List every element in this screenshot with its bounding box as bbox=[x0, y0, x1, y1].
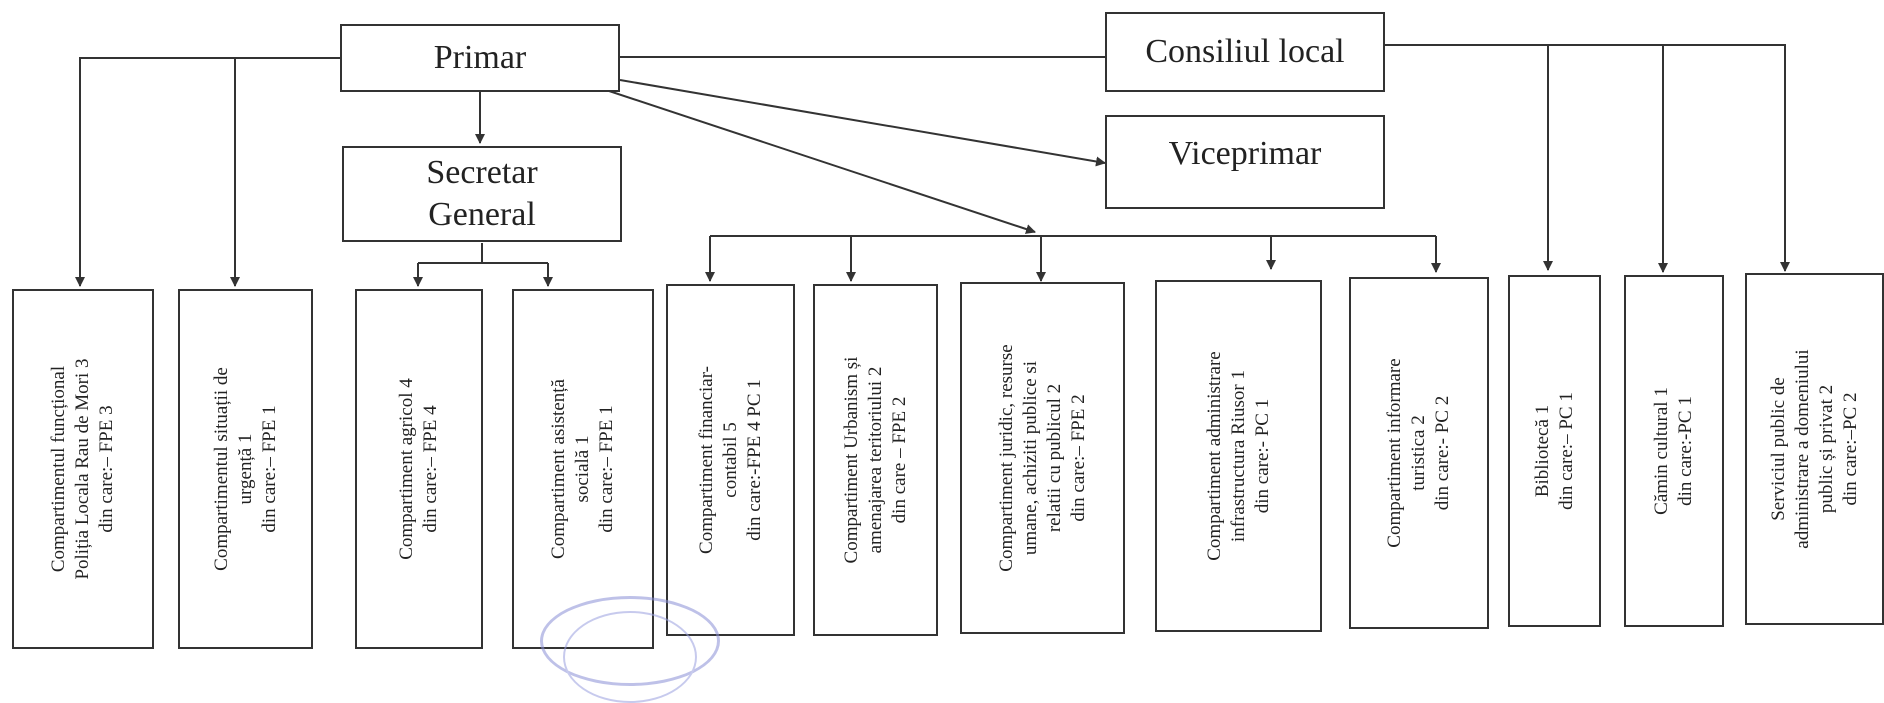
dept-line: din care:- PC 1 bbox=[1251, 398, 1273, 514]
dept-line: Compartiment juridic, resurse bbox=[995, 344, 1017, 572]
dept-line: socială 1 bbox=[572, 435, 593, 503]
dept-text-urbanism: Compartiment Urbanism și amenajarea teri… bbox=[840, 286, 912, 634]
dept-line: din care – FPE 2 bbox=[888, 396, 910, 524]
dept-line: din care:-FPE 4 PC 1 bbox=[743, 379, 765, 541]
dept-line: Compartimentul situații de bbox=[210, 367, 232, 571]
dept-line: public și privat 2 bbox=[1815, 384, 1837, 514]
dept-text-politie: Compartimentul funcțional Poliția Locala… bbox=[47, 294, 119, 644]
dept-text-urgenta: Compartimentul situații de urgență 1 din… bbox=[210, 294, 282, 644]
dept-text-asistenta: Compartiment asistență socială 1 din car… bbox=[547, 294, 619, 644]
dept-line: Bibliotecă 1 bbox=[1531, 404, 1553, 498]
dept-box-asistenta: Compartiment asistență socială 1 din car… bbox=[512, 289, 654, 649]
consiliu-local-label: Consiliul local bbox=[1145, 33, 1345, 70]
dept-line: relatii cu publicul 2 bbox=[1043, 383, 1065, 533]
dept-line: din care:– FPE 2 bbox=[1067, 394, 1089, 522]
dept-line: Cămin cultural 1 bbox=[1651, 387, 1672, 515]
dept-box-biblioteca: Bibliotecă 1 din care:– PC 1 bbox=[1508, 275, 1601, 627]
connector-primar-bus bbox=[599, 87, 1036, 234]
connector-consiliu-right bbox=[1385, 44, 1790, 272]
dept-line: din care:- PC 2 bbox=[1432, 395, 1453, 511]
dept-box-juridic: Compartiment juridic, resurse umane, ach… bbox=[960, 282, 1125, 634]
dept-line: Poliția Locala Rau de Mori 3 bbox=[72, 358, 93, 580]
dept-line: Compartiment informare bbox=[1384, 358, 1405, 548]
dept-line: turistica 2 bbox=[1408, 415, 1429, 491]
stamp-inner-ring bbox=[563, 611, 697, 703]
secretar-label-line1: Secretar bbox=[426, 154, 538, 191]
dept-box-camin: Cămin cultural 1 din care:-PC 1 bbox=[1624, 275, 1724, 627]
dept-box-serviciu: Serviciul public de administrare a domen… bbox=[1745, 273, 1884, 625]
viceprimar-label: Viceprimar bbox=[1168, 135, 1322, 172]
dept-line: Compartiment administrare bbox=[1203, 351, 1225, 561]
dept-box-informare: Compartiment informare turistica 2 din c… bbox=[1349, 277, 1489, 629]
connector-primar-viceprimar bbox=[619, 79, 1106, 167]
dept-line: din care:– FPE 1 bbox=[596, 405, 617, 533]
dept-text-juridic: Compartiment juridic, resurse umane, ach… bbox=[995, 284, 1091, 632]
dept-text-infrastructura: Compartiment administrare infrastructura… bbox=[1203, 282, 1275, 630]
dept-line: amenajarea teritoriului 2 bbox=[864, 366, 886, 554]
dept-text-agricol: Compartiment agricol 4 din care:– FPE 4 bbox=[395, 294, 443, 644]
dept-box-agricol: Compartiment agricol 4 din care:– FPE 4 bbox=[355, 289, 483, 649]
dept-line: Compartiment agricol 4 bbox=[396, 378, 417, 560]
dept-box-urbanism: Compartiment Urbanism și amenajarea teri… bbox=[813, 284, 938, 636]
primar-label: Primar bbox=[433, 39, 527, 76]
dept-line: contabil 5 bbox=[719, 422, 741, 498]
dept-line: din care:-PC 1 bbox=[1675, 396, 1696, 506]
dept-line: Serviciul public de bbox=[1767, 377, 1789, 521]
dept-line: infrastructura Riusor 1 bbox=[1227, 370, 1249, 543]
dept-text-camin: Cămin cultural 1 din care:-PC 1 bbox=[1650, 277, 1698, 625]
connector-primar-left bbox=[75, 57, 340, 287]
dept-line: Compartimentul funcțional bbox=[48, 365, 69, 573]
dept-box-infrastructura: Compartiment administrare infrastructura… bbox=[1155, 280, 1322, 632]
dept-text-biblioteca: Bibliotecă 1 din care:– PC 1 bbox=[1531, 277, 1579, 625]
secretar-label-line2: General bbox=[428, 196, 536, 233]
dept-line: administrare a domeniului bbox=[1791, 349, 1813, 549]
dept-text-informare: Compartiment informare turistica 2 din c… bbox=[1383, 279, 1455, 627]
primar-box: Primar bbox=[340, 24, 620, 92]
consiliu-local-box: Consiliul local bbox=[1105, 12, 1385, 92]
dept-line: Compartiment financiar- bbox=[695, 366, 717, 554]
dept-text-serviciu: Serviciul public de administrare a domen… bbox=[1767, 275, 1863, 623]
dept-line: Compartiment Urbanism și bbox=[840, 356, 862, 564]
dept-box-urgenta: Compartimentul situații de urgență 1 din… bbox=[178, 289, 313, 649]
dept-text-financiar: Compartiment financiar- contabil 5 din c… bbox=[695, 286, 767, 634]
dept-box-politie: Compartimentul funcțional Poliția Locala… bbox=[12, 289, 154, 649]
official-stamp bbox=[540, 596, 720, 703]
dept-line: din care:– FPE 4 bbox=[420, 405, 441, 533]
dept-line: din care:– FPE 3 bbox=[96, 405, 117, 533]
dept-line: umane, achiziti publice si bbox=[1019, 360, 1041, 556]
connector-lines bbox=[75, 44, 1790, 287]
dept-line: din care:–PC 2 bbox=[1839, 392, 1861, 506]
viceprimar-box: Viceprimar bbox=[1105, 115, 1385, 209]
dept-line: Compartiment asistență bbox=[548, 379, 569, 559]
dept-line: din care:– FPE 1 bbox=[258, 405, 280, 533]
dept-box-financiar: Compartiment financiar- contabil 5 din c… bbox=[666, 284, 795, 636]
dept-line: din care:– PC 1 bbox=[1555, 392, 1577, 510]
secretar-general-box: Secretar General bbox=[342, 146, 622, 242]
dept-line: urgență 1 bbox=[234, 433, 256, 505]
